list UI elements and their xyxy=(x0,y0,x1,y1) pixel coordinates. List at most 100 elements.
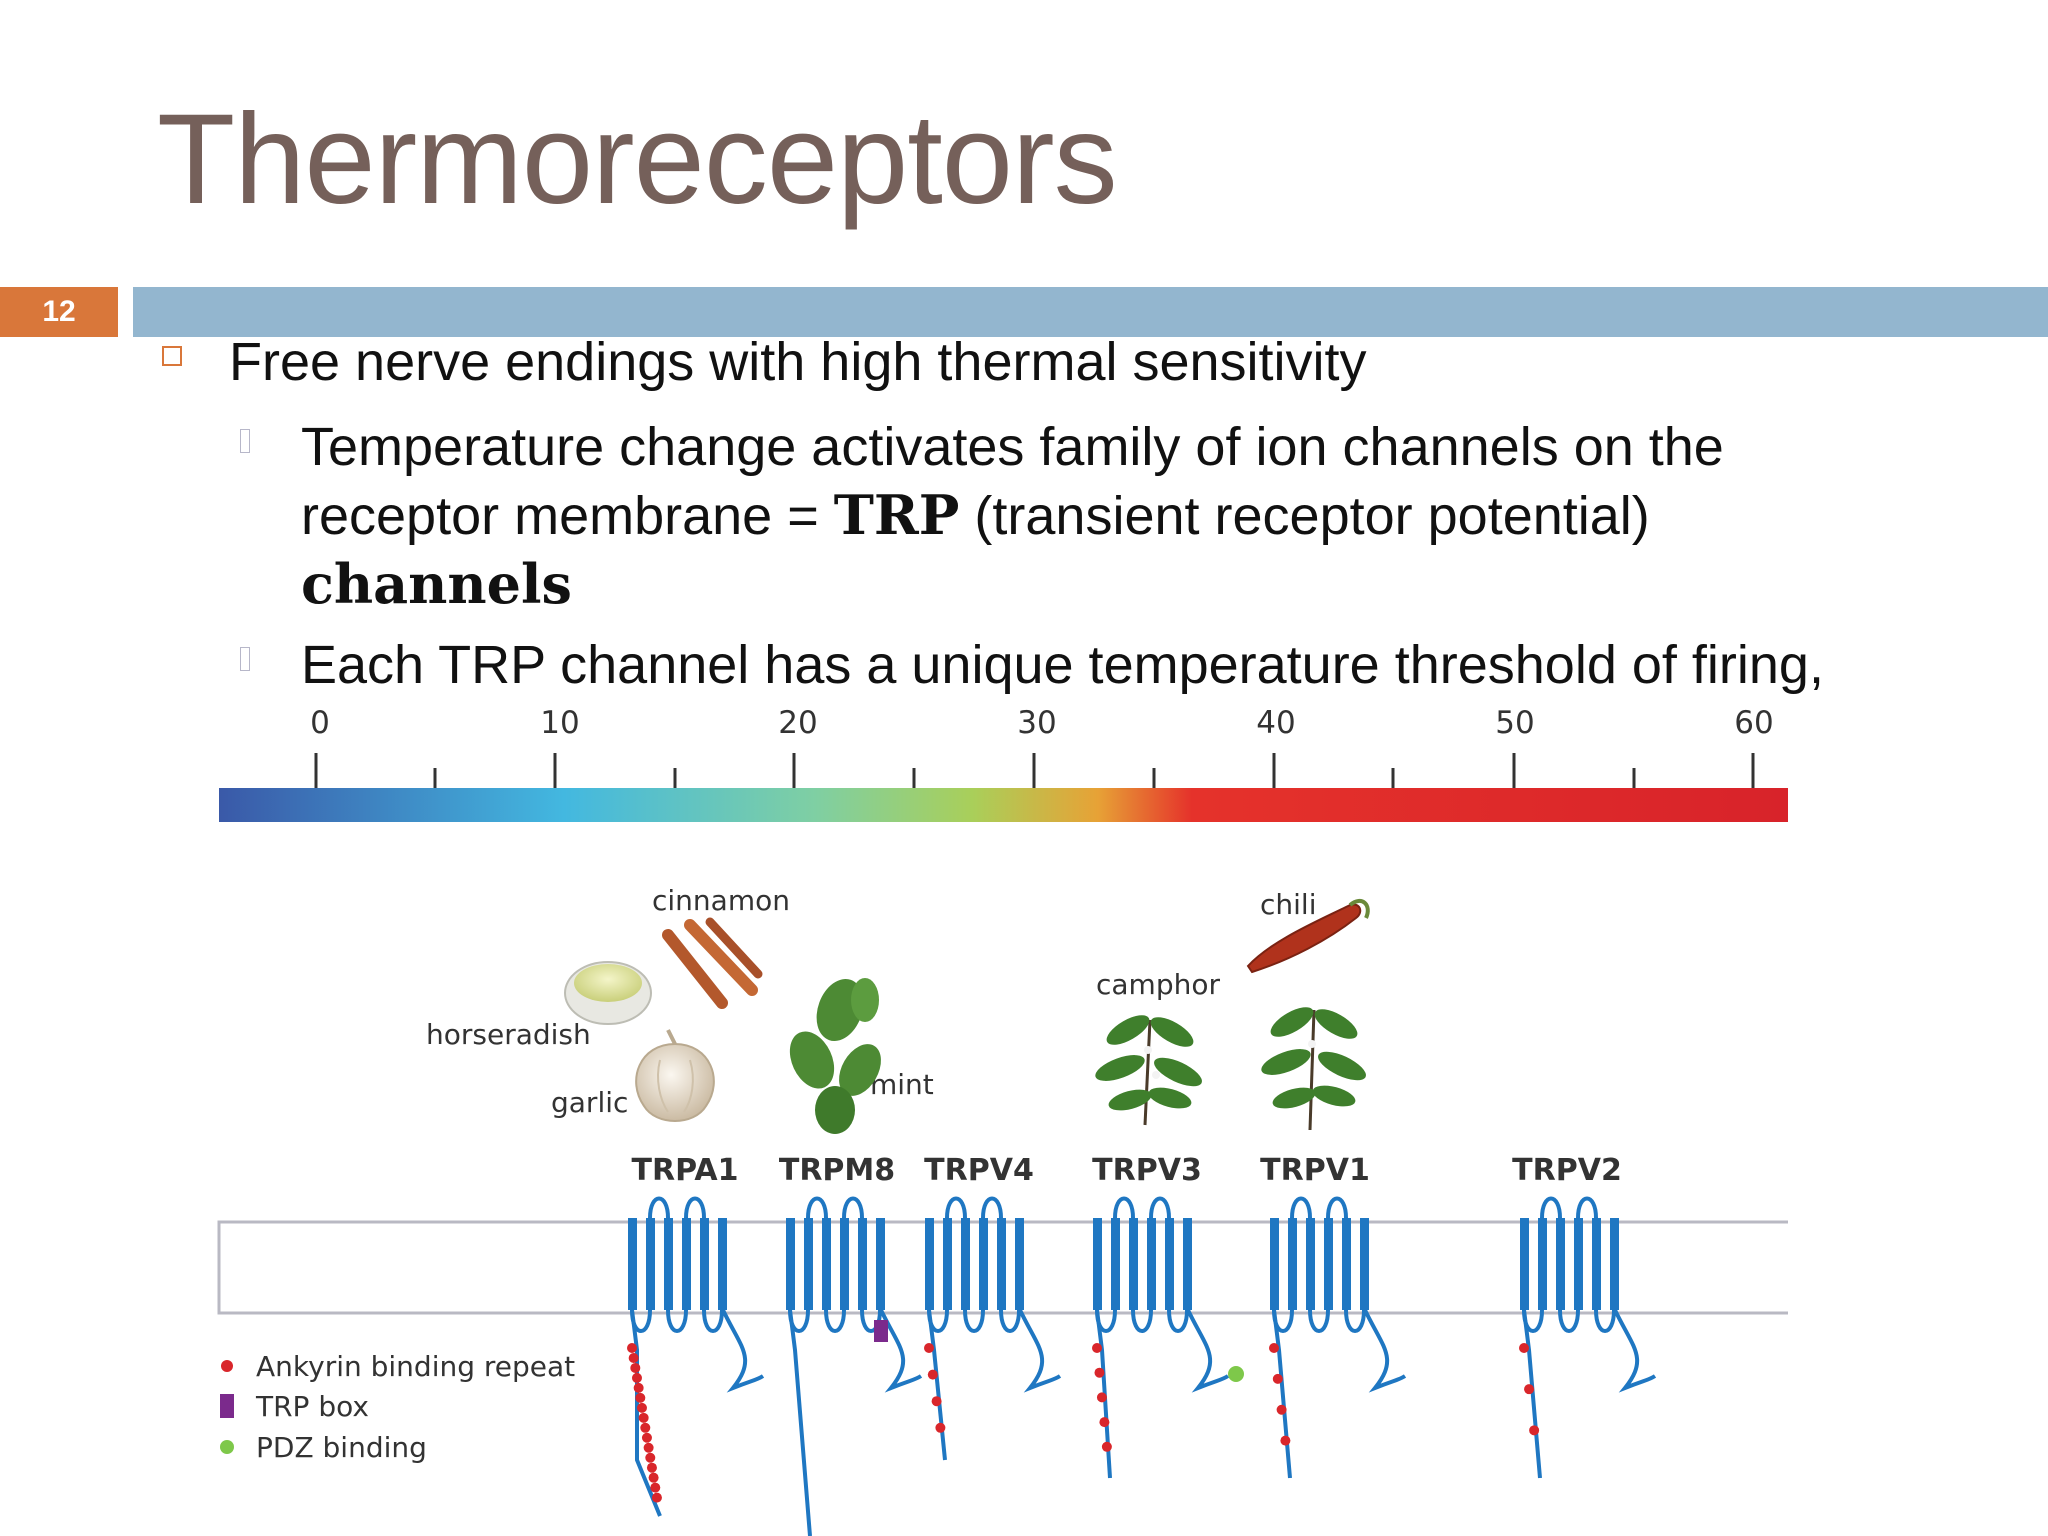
channel-trpv3-helix xyxy=(1093,1218,1102,1310)
ankyrin-repeat-dot xyxy=(643,1442,654,1453)
ankyrin-repeat-dot xyxy=(638,1412,649,1423)
bullet-trp-line1: Temperature change activates family of i… xyxy=(301,417,1724,477)
channel-trpv3-helix xyxy=(1147,1218,1156,1310)
compound-label-cinnamon: cinnamon xyxy=(652,884,790,917)
scale-label: 40 xyxy=(1256,705,1295,741)
legend-label-trp-box: TRP box xyxy=(255,1390,369,1423)
channel-trpm8-c-terminus xyxy=(879,1309,923,1393)
compound-label-mint: mint xyxy=(870,1068,934,1101)
ankyrin-repeat-dot xyxy=(1524,1384,1535,1395)
channel-trpv3-c-terminus xyxy=(1186,1309,1230,1393)
bullet-trp-line2-prefix: receptor membrane = xyxy=(301,486,834,546)
channel-trpa1-loop xyxy=(702,1309,724,1333)
channel-trpm8-n-terminus xyxy=(788,1309,812,1536)
trp-box-marker xyxy=(874,1320,888,1342)
pdz-binding-marker xyxy=(1228,1366,1244,1382)
garlic-icon xyxy=(635,1029,715,1122)
ankyrin-repeat-dot xyxy=(633,1382,644,1393)
ankyrin-repeat-dot xyxy=(924,1343,934,1353)
channel-trpm8-helix xyxy=(858,1218,867,1310)
channel-label-trpa1: TRPA1 xyxy=(632,1153,739,1188)
channel-trpa1-helix xyxy=(718,1218,727,1310)
channel-trpv1-loop xyxy=(1290,1196,1312,1219)
ankyrin-repeat-dot xyxy=(1529,1425,1540,1436)
bullet-trp-channels: Temperature change activates family of i… xyxy=(301,413,1724,618)
bullet-square-icon xyxy=(162,346,182,366)
channel-label-trpm8: TRPM8 xyxy=(779,1153,895,1188)
ankyrin-repeat-dot xyxy=(1101,1441,1112,1452)
channel-trpv1-loop xyxy=(1326,1196,1348,1219)
scale-label: 10 xyxy=(540,705,579,741)
channel-label-trpv3: TRPV3 xyxy=(1092,1153,1202,1188)
channel-trpv1-helix xyxy=(1288,1218,1297,1310)
ankyrin-repeat-dot xyxy=(645,1452,656,1463)
channels-bold-term: channels xyxy=(301,552,572,616)
ankyrin-repeat-dot xyxy=(1269,1343,1279,1353)
channel-trpv2-helix xyxy=(1592,1218,1601,1310)
ankyrin-repeat-dot xyxy=(651,1492,662,1503)
ankyrin-repeat-dot xyxy=(1276,1404,1287,1415)
channel-trpv4-loop xyxy=(963,1309,985,1333)
channel-trpv2-loop xyxy=(1558,1309,1580,1333)
channel-trpm8-helix xyxy=(786,1218,795,1310)
ankyrin-repeat-dot xyxy=(628,1352,639,1363)
channel-trpm8-loop xyxy=(860,1309,882,1333)
channel-trpa1-loop xyxy=(684,1196,706,1219)
compound-label-garlic: garlic xyxy=(551,1086,628,1119)
legend-ankyrin-marker xyxy=(221,1360,233,1372)
scale-label: 30 xyxy=(1017,705,1056,741)
channel-trpv4-helix xyxy=(961,1218,970,1310)
channel-trpv3-helix xyxy=(1165,1218,1174,1310)
channel-trpv3-loop xyxy=(1113,1196,1135,1219)
channel-trpv2-helix xyxy=(1574,1218,1583,1310)
channel-trpv3-helix xyxy=(1129,1218,1138,1310)
channel-trpv2-loop xyxy=(1594,1309,1616,1333)
channel-trpv3-loop xyxy=(1149,1196,1171,1219)
channel-trpa1-helix xyxy=(628,1218,637,1310)
channel-trpv4-helix xyxy=(979,1218,988,1310)
channel-trpa1-c-terminus xyxy=(721,1309,765,1393)
channel-trpm8-loop xyxy=(824,1309,846,1333)
temperature-scale-ticks xyxy=(314,753,1755,788)
channel-trpm8-helix xyxy=(876,1218,885,1310)
channel-trpv3-loop xyxy=(1167,1309,1189,1333)
channel-trpv3-loop xyxy=(1131,1309,1153,1333)
channel-trpv4-loop xyxy=(999,1309,1021,1333)
channel-label-trpv1: TRPV1 xyxy=(1260,1153,1370,1188)
ankyrin-repeat-dot xyxy=(927,1369,938,1380)
figure-legend: Ankyrin binding repeat TRP box PDZ bindi… xyxy=(220,1350,575,1464)
channel-trpv3-helix xyxy=(1183,1218,1192,1310)
channel-trpm8-loop xyxy=(806,1196,828,1219)
channel-trpv4-helix xyxy=(925,1218,934,1310)
channel-trpv2-n-terminus xyxy=(1522,1309,1542,1479)
channel-trpv2-helix xyxy=(1556,1218,1565,1310)
bullet-free-nerve-endings: Free nerve endings with high thermal sen… xyxy=(229,332,1367,392)
scale-label: 50 xyxy=(1495,705,1534,741)
channel-trpv1-helix xyxy=(1342,1218,1351,1310)
bullet-temperature-threshold: Each TRP channel has a unique temperatur… xyxy=(301,635,1824,695)
trp-bold-term: TRP xyxy=(833,483,960,547)
bullet-trp-line2-suffix: (transient receptor potential) xyxy=(959,486,1650,546)
channel-trpv4-loop xyxy=(981,1196,1003,1219)
sub-bullet-icon xyxy=(240,429,250,453)
ankyrin-repeat-dot xyxy=(641,1432,652,1443)
channel-trpv2-helix xyxy=(1520,1218,1529,1310)
legend-trp-box-marker xyxy=(220,1394,234,1418)
legend-label-pdz: PDZ binding xyxy=(256,1431,427,1464)
channel-trpv4-loop xyxy=(945,1196,967,1219)
channel-trpv1-c-terminus xyxy=(1363,1309,1407,1393)
ankyrin-repeat-dot xyxy=(1092,1343,1102,1353)
channel-trpv3-n-terminus xyxy=(1095,1309,1112,1479)
channel-trpa1-helix xyxy=(664,1218,673,1310)
channel-trpv2-helix xyxy=(1610,1218,1619,1310)
capsaicin-plant-icon xyxy=(1261,1007,1366,1131)
ankyrin-repeat-dot xyxy=(646,1462,657,1473)
channel-trpv2-helix xyxy=(1538,1218,1547,1310)
channel-trpv2-c-terminus xyxy=(1613,1309,1657,1393)
slide-title: Thermoreceptors xyxy=(157,88,1118,231)
channel-trpa1-helix xyxy=(700,1218,709,1310)
ankyrin-repeat-dot xyxy=(630,1362,641,1373)
ankyrin-repeat-dot xyxy=(1096,1392,1107,1403)
channel-trpv1-helix xyxy=(1360,1218,1369,1310)
